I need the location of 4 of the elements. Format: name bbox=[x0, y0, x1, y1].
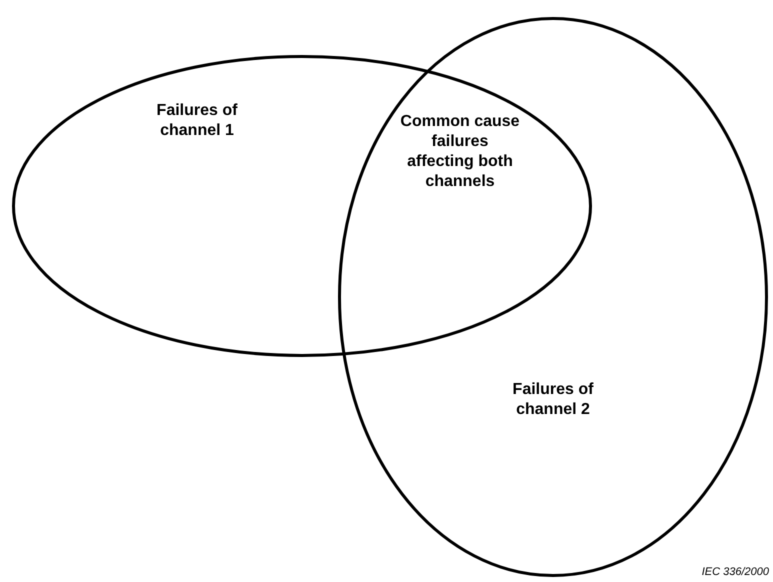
set-label: Common cause failures affecting both channels bbox=[399, 112, 521, 192]
set-label: Failures of channel 2 bbox=[512, 380, 594, 420]
figure-reference: IEC 336/2000 bbox=[702, 566, 769, 579]
set-label: Failures of channel 1 bbox=[156, 101, 238, 141]
